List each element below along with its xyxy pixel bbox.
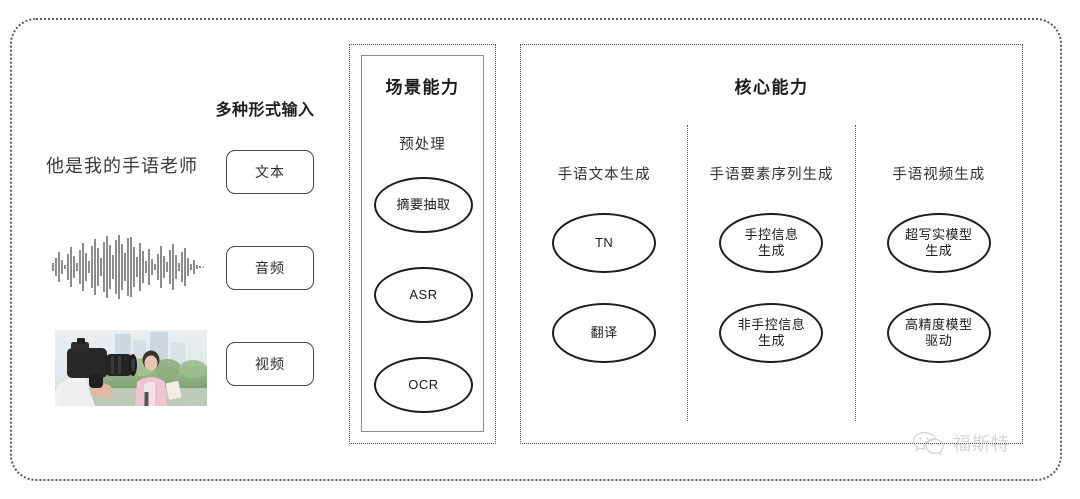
watermark-text: 福斯特 (953, 434, 1010, 454)
core-group-heading-sign-text: 手语文本生成 (557, 167, 651, 183)
video-thumbnail-icon (55, 330, 207, 406)
core-group-heading-sign-element-sequence: 手语要素序列生成 (709, 167, 834, 183)
input-section: 多种形式输入 他是我的手语老师 (30, 96, 330, 416)
modality-chip-text[interactable]: 文本 (226, 150, 314, 194)
node-ocr[interactable]: OCR (374, 357, 473, 413)
core-column-sign-video: 手语视频生成 超写实模型 生成 高精度模型 驱动 (854, 125, 1022, 421)
scene-group-heading-preprocess: 预处理 (399, 137, 446, 153)
core-column-sign-element-sequence: 手语要素序列生成 手控信息 生成 非手控信息 生成 (687, 125, 854, 421)
node-asr[interactable]: ASR (374, 267, 473, 323)
sample-sentence: 他是我的手语老师 (46, 156, 198, 176)
wechat-icon (912, 431, 945, 456)
core-column-group: 手语文本生成 TN 翻译 手语要素序列生成 手控信息 生成 非手控信息 生成 手… (521, 125, 1022, 421)
node-summary-extraction[interactable]: 摘要抽取 (374, 177, 473, 233)
modality-chip-video[interactable]: 视频 (226, 342, 314, 386)
input-section-heading: 多种形式输入 (215, 102, 315, 119)
node-high-precision-model-driving[interactable]: 高精度模型 驱动 (886, 303, 991, 363)
core-capability-panel: 核心能力 手语文本生成 TN 翻译 手语要素序列生成 手控信息 生成 非手控信息… (520, 44, 1023, 444)
core-group-heading-sign-video: 手语视频生成 (892, 167, 986, 183)
node-translation[interactable]: 翻译 (552, 303, 657, 363)
node-photoreal-model-generation[interactable]: 超写实模型 生成 (886, 213, 991, 273)
node-manual-signal-generation[interactable]: 手控信息 生成 (719, 213, 824, 273)
node-tn[interactable]: TN (552, 213, 657, 273)
waveform-icon (52, 235, 204, 299)
scene-capability-panel: 场景能力 预处理 摘要抽取 ASR OCR (349, 44, 496, 444)
outer-dotted-frame (10, 18, 1062, 481)
modality-chip-audio[interactable]: 音频 (226, 246, 314, 290)
scene-panel-title: 场景能力 (385, 78, 460, 97)
scene-panel-inner-border (361, 55, 484, 432)
core-column-sign-text: 手语文本生成 TN 翻译 (521, 125, 687, 421)
node-non-manual-signal-generation[interactable]: 非手控信息 生成 (719, 303, 824, 363)
watermark: 福斯特 (912, 430, 1010, 456)
core-panel-title: 核心能力 (734, 78, 809, 97)
